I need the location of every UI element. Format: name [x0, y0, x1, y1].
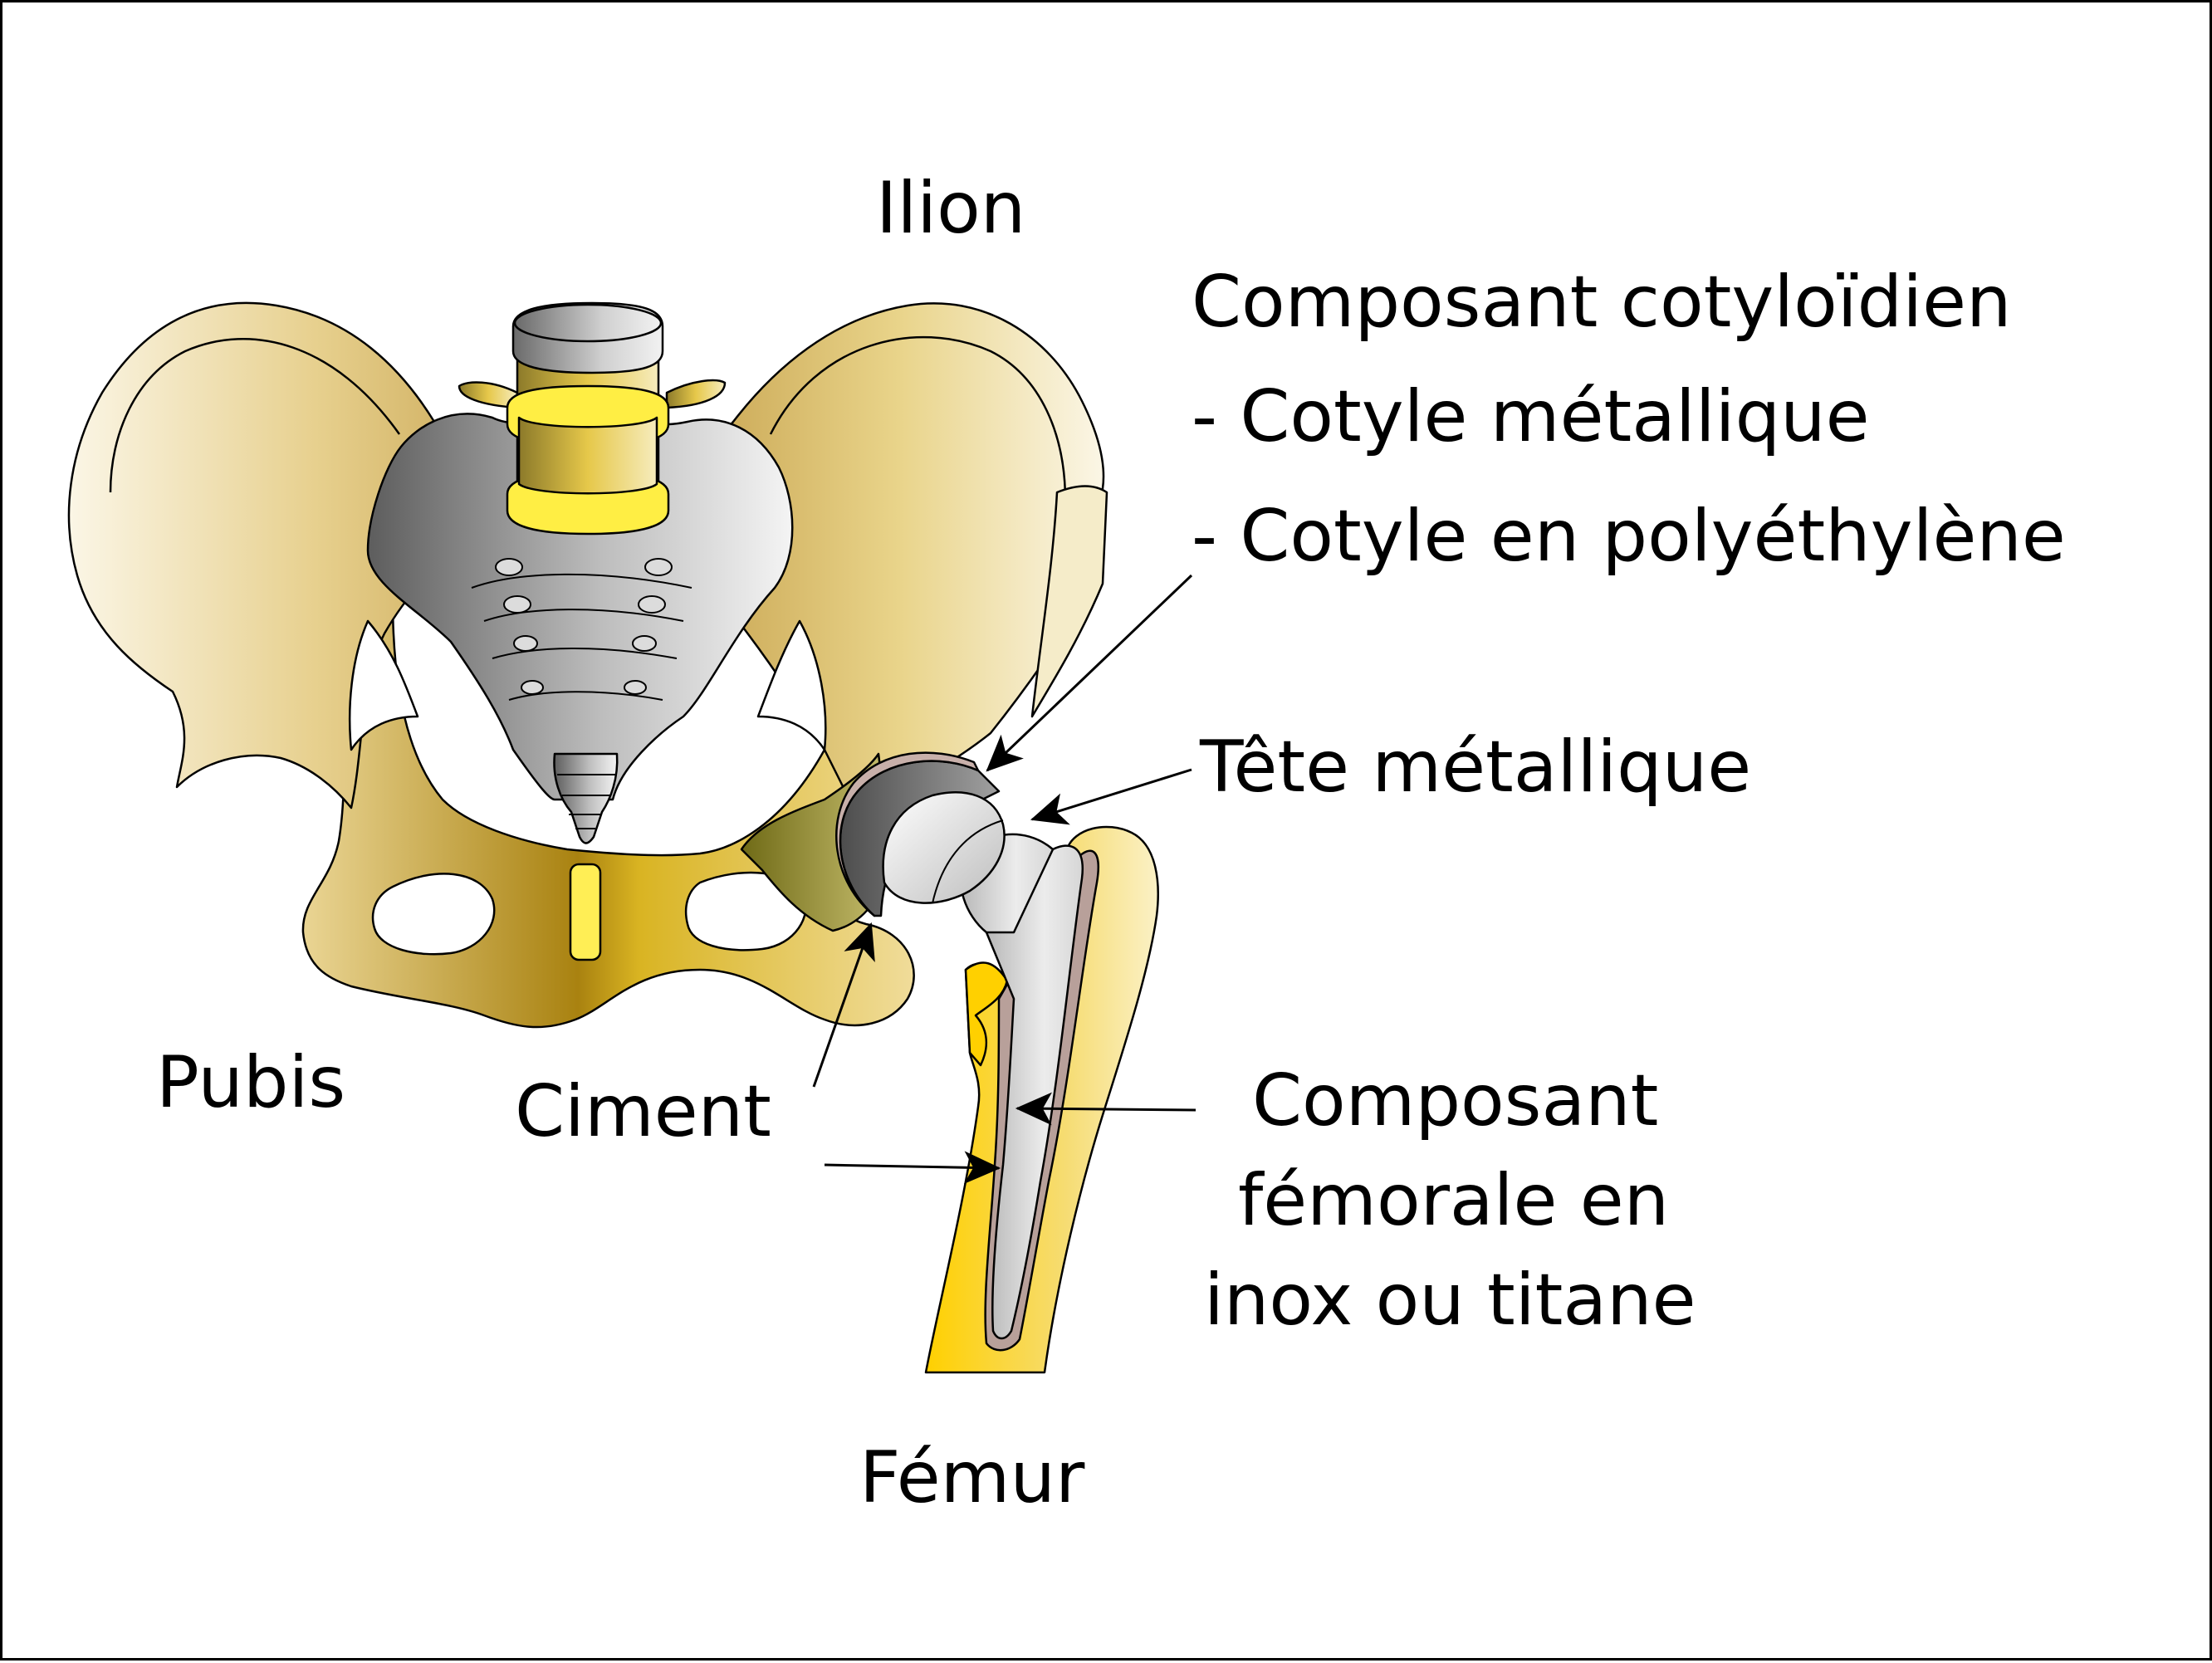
ilium-right-crest — [769, 335, 1067, 501]
sacrum-group — [366, 301, 794, 844]
transverse-process-left — [458, 381, 519, 409]
coccyx — [553, 752, 619, 844]
label-femoral-2: fémorale en — [1238, 1159, 1669, 1242]
label-ilion: Ilion — [876, 167, 1025, 250]
transverse-process-right — [665, 379, 727, 409]
label-femur: Fémur — [859, 1436, 1085, 1519]
label-femoral-3: inox ou titane — [1204, 1259, 1696, 1342]
label-cup-metal: - Cotyle métallique — [1192, 375, 1870, 458]
labels: Ilion Composant cotyloïdien - Cotyle mét… — [156, 167, 2066, 1519]
pubic-symphysis — [569, 863, 602, 961]
obturator-foramen-left — [371, 873, 496, 956]
label-cup-poly: - Cotyle en polyéthylène — [1192, 495, 2066, 578]
label-cup-title: Composant cotyloïdien — [1192, 261, 2012, 344]
arrow-cement — [812, 922, 875, 1088]
label-pubis: Pubis — [156, 1041, 345, 1124]
label-cement: Ciment — [515, 1070, 771, 1153]
label-femoral-1: Composant — [1252, 1059, 1658, 1142]
arrow-stem — [1015, 1092, 1197, 1126]
leader-arrows — [812, 574, 1197, 1185]
arrow-head — [1030, 768, 1192, 825]
label-head: Tête métallique — [1199, 726, 1751, 809]
metal-head — [882, 791, 1006, 904]
arrow-stem-cement — [824, 1151, 1001, 1185]
ilium-left-crest — [109, 338, 401, 493]
arrow-cup — [986, 574, 1193, 772]
femur-prosthesis — [835, 751, 1159, 1374]
femoral-stem — [985, 844, 1084, 1340]
